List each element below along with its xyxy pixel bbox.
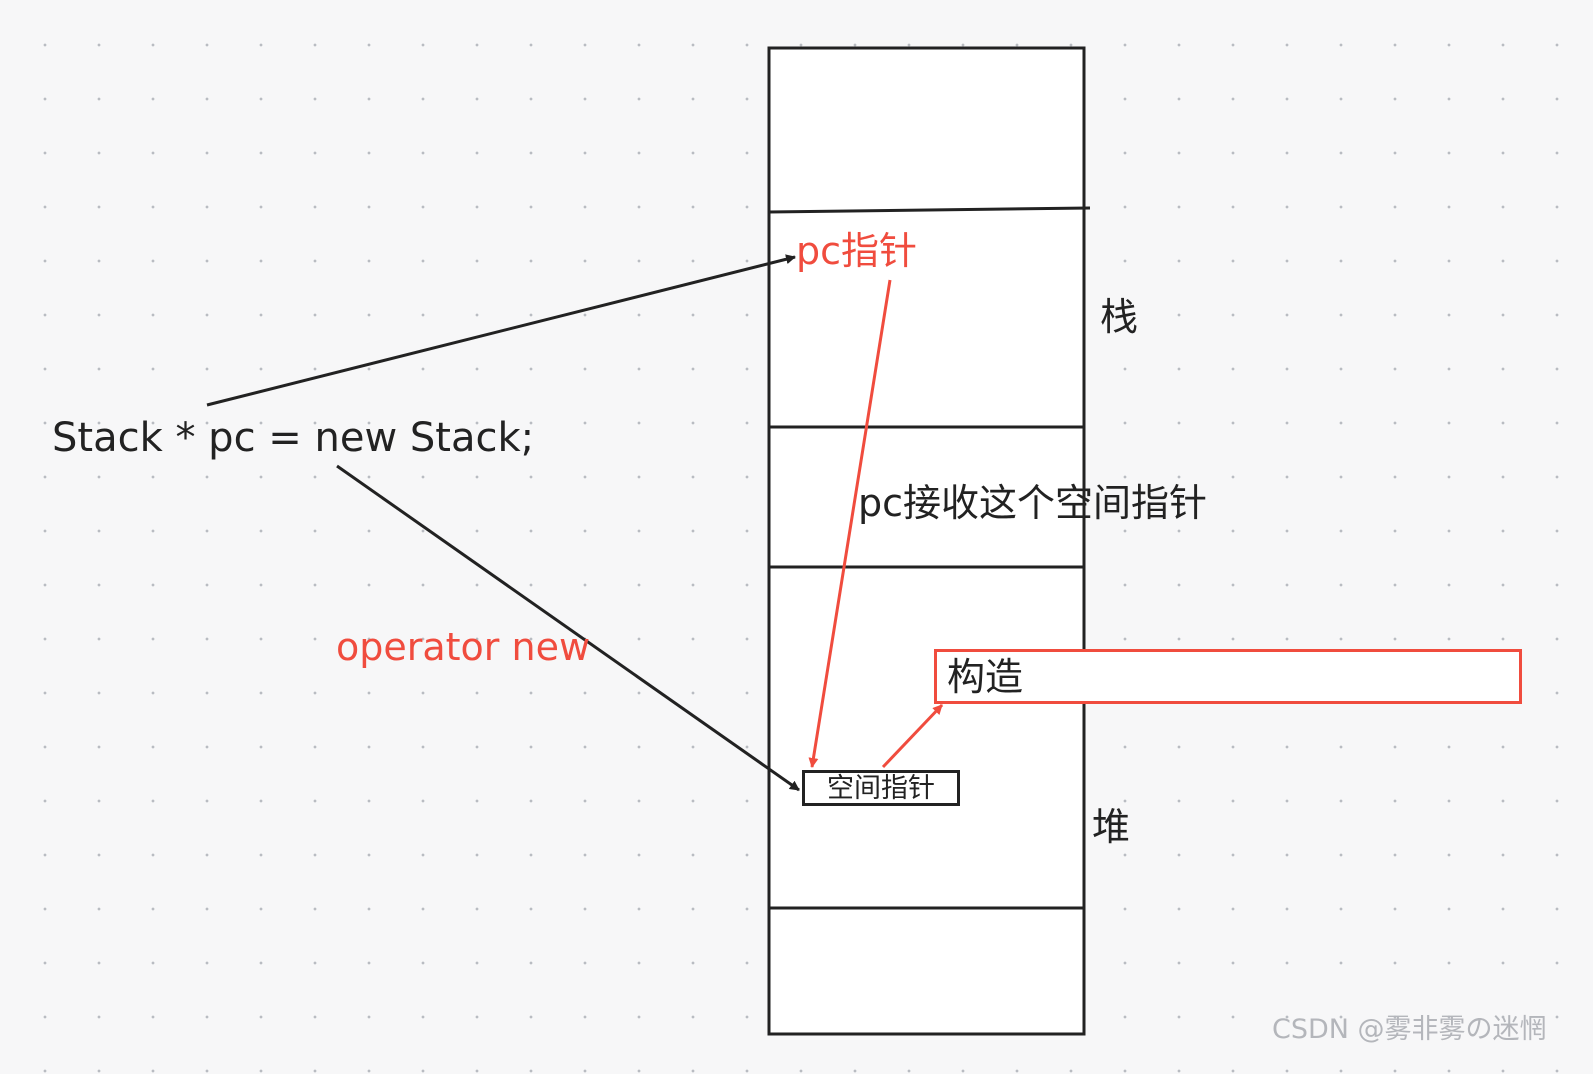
- arrow-code-to-pc-pointer: [206, 254, 796, 407]
- pc-receive-label: pc接收这个空间指针: [858, 481, 1208, 525]
- constructor-box: 构造: [934, 649, 1522, 704]
- pc-pointer-label: pc指针: [796, 229, 918, 273]
- arrow-new-to-space: [336, 464, 800, 792]
- heap-label: 堆: [1092, 805, 1131, 849]
- constructor-label: 构造: [947, 654, 1024, 699]
- watermark: CSDN @雾非雾の迷惘: [1272, 1014, 1547, 1045]
- space-pointer-label: 空间指针: [827, 772, 935, 804]
- arrow-space-to-constructor: [881, 703, 944, 769]
- divider-stack-top: [768, 206, 1091, 214]
- operator-new-label: operator new: [336, 625, 591, 669]
- code-statement: Stack * pc = new Stack;: [52, 415, 535, 461]
- space-pointer-box: 空间指针: [802, 770, 960, 806]
- arrow-pc-pointer-to-space: [808, 279, 892, 768]
- stack-label: 栈: [1100, 295, 1139, 339]
- memory-column: [767, 46, 1086, 1036]
